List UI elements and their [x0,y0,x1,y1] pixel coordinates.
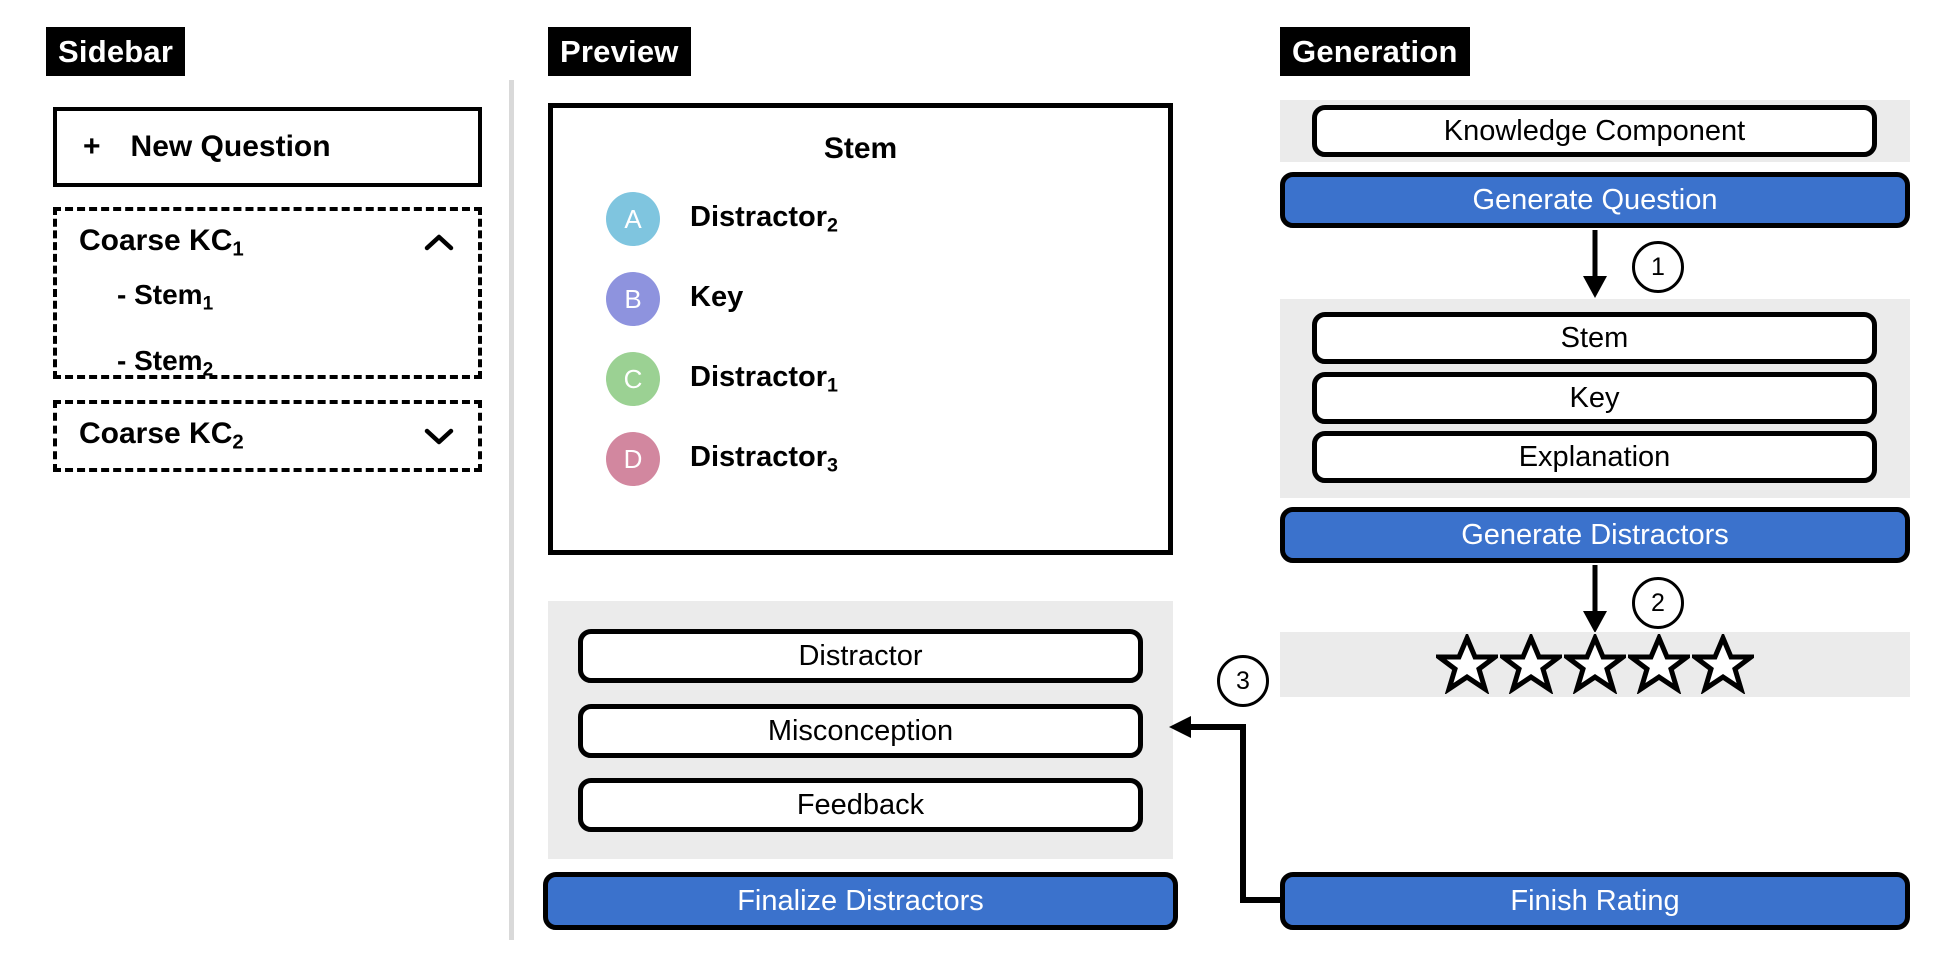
plus-icon: + [83,130,101,163]
star-icon-4[interactable] [1628,634,1690,694]
finish-rating-label: Finish Rating [1510,884,1680,917]
feedback-field-label: Feedback [796,788,925,821]
distractor-field[interactable]: Distractor [578,629,1143,683]
sidebar-kc-group-1[interactable]: Coarse KC1 - Stem1 - Stem2 [53,207,482,381]
sidebar-section-tag: Sidebar [46,27,186,76]
flow-step-badge-3: 3 [1217,655,1269,707]
sidebar-stem-item-2[interactable]: - Stem2 [117,345,214,381]
generation-section-tag-label: Generation [1292,33,1458,69]
preview-stem-title: Stem [823,132,898,165]
sidebar-kc-group-2-label: Coarse KC2 [79,417,244,454]
preview-question-card: Stem A Distractor2 B Key C Distractor1 D… [548,103,1173,555]
preview-section-tag: Preview [548,27,691,76]
flow-arrow-2 [1575,565,1615,635]
star-icon-2[interactable] [1500,634,1562,694]
preview-option-c[interactable]: C Distractor1 [606,348,1168,410]
new-question-label: New Question [130,130,331,163]
preview-section-tag-label: Preview [560,33,679,69]
key-field-label: Key [1569,381,1620,414]
preview-option-b[interactable]: B Key [606,268,1168,330]
flow-step-badge-1: 1 [1632,241,1684,293]
sidebar-stem-item-1[interactable]: - Stem1 [117,279,214,315]
misconception-field-label: Misconception [767,714,954,747]
distractor-field-label: Distractor [798,639,923,672]
key-field[interactable]: Key [1312,372,1877,424]
generate-question-button[interactable]: Generate Question [1280,172,1910,228]
knowledge-component-field[interactable]: Knowledge Component [1312,105,1877,157]
star-icon-1[interactable] [1436,634,1498,694]
option-bubble-a: A [606,192,660,246]
flow-arrow-3 [1165,700,1295,905]
generate-distractors-button[interactable]: Generate Distractors [1280,507,1910,563]
finish-rating-button[interactable]: Finish Rating [1280,872,1910,930]
misconception-field[interactable]: Misconception [578,704,1143,758]
sidebar-kc-group-1-header[interactable]: Coarse KC1 [57,211,478,275]
star-icon-5[interactable] [1692,634,1754,694]
stem-field[interactable]: Stem [1312,312,1877,364]
option-bubble-d: D [606,432,660,486]
knowledge-component-label: Knowledge Component [1443,114,1746,147]
flow-step-badge-2: 2 [1632,577,1684,629]
panel-divider [509,80,514,940]
option-label-c: Distractor1 [690,360,838,397]
star-icon-3[interactable] [1564,634,1626,694]
sidebar-kc-group-1-label: Coarse KC1 [79,224,244,261]
sidebar-section-tag-label: Sidebar [58,33,174,69]
sidebar-kc-group-2[interactable]: Coarse KC2 [53,400,482,472]
explanation-field-label: Explanation [1518,440,1671,473]
option-bubble-b: B [606,272,660,326]
generate-question-label: Generate Question [1472,183,1718,216]
new-question-button[interactable]: + New Question [53,107,482,187]
chevron-up-icon[interactable] [422,226,456,260]
flow-arrow-1 [1575,230,1615,300]
generate-distractors-label: Generate Distractors [1461,518,1729,551]
explanation-field[interactable]: Explanation [1312,431,1877,483]
flow-step-1-label: 1 [1651,252,1665,281]
finalize-distractors-label: Finalize Distractors [737,884,984,917]
preview-option-d[interactable]: D Distractor3 [606,428,1168,490]
flow-step-2-label: 2 [1651,588,1665,617]
chevron-down-icon[interactable] [422,419,456,453]
option-label-b: Key [690,280,744,313]
star-rating[interactable] [1436,633,1754,695]
generation-section-tag: Generation [1280,27,1470,76]
finalize-distractors-button[interactable]: Finalize Distractors [543,872,1178,930]
flow-step-3-label: 3 [1236,666,1250,695]
stem-field-label: Stem [1560,321,1629,354]
option-bubble-c: C [606,352,660,406]
option-label-a: Distractor2 [690,200,838,237]
sidebar-kc-group-2-header[interactable]: Coarse KC2 [57,404,478,468]
preview-option-a[interactable]: A Distractor2 [606,188,1168,250]
option-label-d: Distractor3 [690,440,838,477]
feedback-field[interactable]: Feedback [578,778,1143,832]
